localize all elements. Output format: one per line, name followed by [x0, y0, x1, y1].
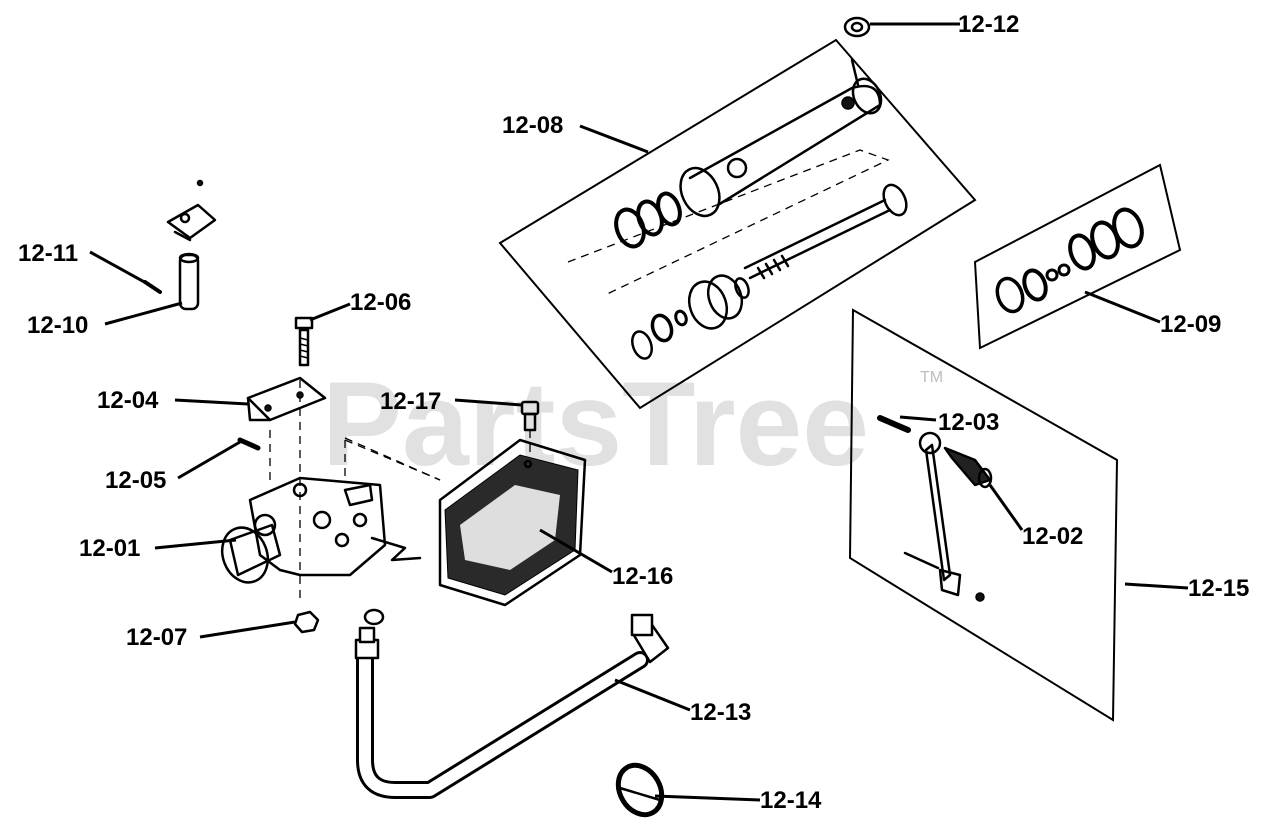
callout-12-11[interactable]: 12-11	[18, 240, 78, 267]
washer	[843, 16, 871, 38]
callout-12-07[interactable]: 12-07	[126, 624, 187, 651]
seal-kit-panel	[973, 163, 1182, 350]
callout-12-12[interactable]: 12-12	[958, 11, 1019, 38]
hose-clamp	[615, 762, 665, 818]
lever-panel	[848, 308, 1119, 722]
callout-12-14[interactable]: 12-14	[760, 787, 822, 814]
callout-labels: 12-12 12-08 12-09 12-15 12-03 12-02 12-0…	[18, 11, 1249, 814]
watermark-trademark: TM	[920, 369, 943, 386]
watermark: PartsTree TM	[322, 357, 943, 491]
watermark-text: PartsTree	[322, 357, 869, 491]
callout-12-08[interactable]: 12-08	[502, 112, 563, 139]
callout-12-04[interactable]: 12-04	[97, 387, 159, 414]
callout-12-17[interactable]: 12-17	[380, 388, 441, 415]
hydraulic-tube	[354, 608, 670, 799]
callout-12-01[interactable]: 12-01	[79, 535, 140, 562]
leader-lines	[89, 22, 1189, 802]
reservoir	[344, 400, 587, 607]
callout-12-03[interactable]: 12-03	[938, 409, 999, 436]
callout-12-13[interactable]: 12-13	[690, 699, 751, 726]
callout-12-06[interactable]: 12-06	[350, 289, 411, 316]
callout-12-09[interactable]: 12-09	[1160, 311, 1221, 338]
callout-12-16[interactable]: 12-16	[612, 563, 673, 590]
callout-12-15[interactable]: 12-15	[1188, 575, 1249, 602]
callout-12-10[interactable]: 12-10	[27, 312, 88, 339]
callout-12-05[interactable]: 12-05	[105, 467, 166, 494]
cylinder-kit-panel	[498, 38, 977, 410]
callout-12-02[interactable]: 12-02	[1022, 523, 1083, 550]
valve-assembly	[143, 179, 441, 634]
